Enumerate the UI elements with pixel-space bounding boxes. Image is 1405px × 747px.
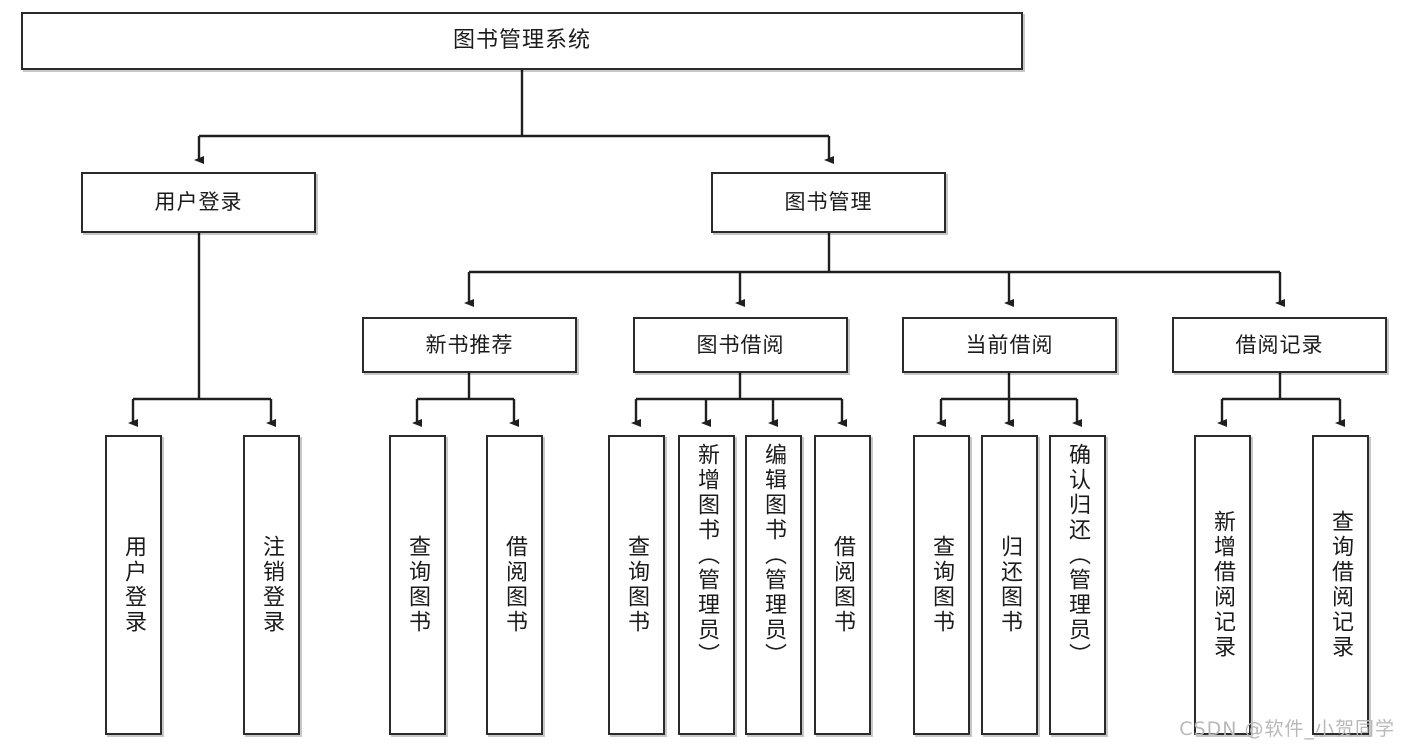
node-current-borrow[interactable]: 当前借阅 <box>902 317 1117 373</box>
leaf-label: 确认归还（管理员） <box>1065 443 1091 668</box>
node-user-login[interactable]: 用户登录 <box>81 172 316 233</box>
leaf-text-wrap: 查询图书 <box>915 437 968 733</box>
node-label: 新书推荐 <box>425 332 514 357</box>
leaf-user-login[interactable]: 用户登录 <box>105 435 162 735</box>
leaf-query-book-recommend[interactable]: 查询图书 <box>389 435 446 735</box>
leaf-text-wrap: 新增借阅记录 <box>1196 437 1249 733</box>
leaf-text-wrap: 借阅图书 <box>816 437 869 733</box>
leaf-text-wrap: 注销登录 <box>245 437 298 733</box>
leaf-text-wrap: 查询图书 <box>610 437 663 733</box>
leaf-label: 编辑图书（管理员） <box>761 443 787 668</box>
leaf-text-wrap: 新增图书（管理员） <box>680 437 733 739</box>
leaf-add-book-admin[interactable]: 新增图书（管理员） <box>678 435 735 735</box>
node-label: 图书借阅 <box>696 332 785 357</box>
leaf-label: 查询借阅记录 <box>1328 510 1354 660</box>
leaf-text-wrap: 用户登录 <box>107 437 160 733</box>
leaf-text-wrap: 查询图书 <box>391 437 444 733</box>
watermark-text: CSDN @软件_小贺同学 <box>1179 718 1395 740</box>
leaf-label: 新增图书（管理员） <box>694 443 720 668</box>
leaf-query-borrow-record[interactable]: 查询借阅记录 <box>1312 435 1369 735</box>
node-book-management[interactable]: 图书管理 <box>711 172 946 233</box>
leaf-label: 查询图书 <box>624 535 650 635</box>
leaf-edit-book-admin[interactable]: 编辑图书（管理员） <box>745 435 802 735</box>
leaf-label: 查询图书 <box>929 535 955 635</box>
leaf-borrow-book-recommend[interactable]: 借阅图书 <box>486 435 543 735</box>
leaf-label: 借阅图书 <box>830 535 856 635</box>
leaf-borrow-book[interactable]: 借阅图书 <box>814 435 871 735</box>
node-root-system[interactable]: 图书管理系统 <box>21 12 1023 70</box>
leaf-add-borrow-record[interactable]: 新增借阅记录 <box>1194 435 1251 735</box>
leaf-query-book-borrow[interactable]: 查询图书 <box>608 435 665 735</box>
leaf-label: 注销登录 <box>259 535 285 635</box>
leaf-label: 借阅图书 <box>502 535 528 635</box>
leaf-logout[interactable]: 注销登录 <box>243 435 300 735</box>
node-label: 借阅记录 <box>1235 332 1324 357</box>
leaf-label: 新增借阅记录 <box>1210 510 1236 660</box>
node-new-book-recommend[interactable]: 新书推荐 <box>362 317 577 373</box>
leaf-confirm-return-admin[interactable]: 确认归还（管理员） <box>1049 435 1106 735</box>
leaf-text-wrap: 编辑图书（管理员） <box>747 437 800 739</box>
leaf-text-wrap: 确认归还（管理员） <box>1051 437 1104 739</box>
node-borrow-record[interactable]: 借阅记录 <box>1172 317 1387 373</box>
node-book-borrow[interactable]: 图书借阅 <box>633 317 848 373</box>
node-label: 用户登录 <box>154 190 243 215</box>
leaf-return-book[interactable]: 归还图书 <box>981 435 1038 735</box>
leaf-text-wrap: 查询借阅记录 <box>1314 437 1367 733</box>
leaf-label: 归还图书 <box>997 535 1023 635</box>
node-label: 图书管理 <box>784 190 873 215</box>
leaf-label: 用户登录 <box>121 535 147 635</box>
node-label: 图书管理系统 <box>452 28 591 54</box>
node-label: 当前借阅 <box>965 332 1054 357</box>
leaf-query-book-current[interactable]: 查询图书 <box>913 435 970 735</box>
leaf-text-wrap: 借阅图书 <box>488 437 541 733</box>
leaf-label: 查询图书 <box>405 535 431 635</box>
leaf-text-wrap: 归还图书 <box>983 437 1036 733</box>
